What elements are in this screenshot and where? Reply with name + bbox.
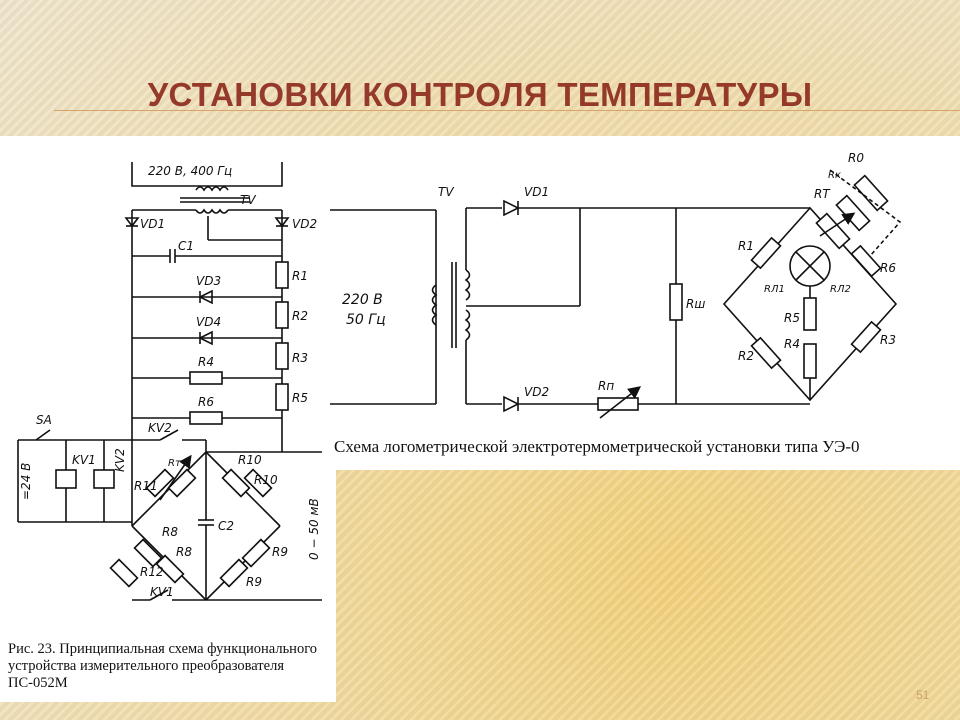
left-kv2-coil-label: KV2	[113, 448, 127, 472]
right-tv-label: TV	[438, 185, 454, 199]
right-rp-label: Rп	[598, 379, 614, 393]
left-circuit	[17, 162, 322, 601]
right-r3-label: R3	[880, 333, 896, 347]
left-vd4-label: VD4	[196, 315, 221, 329]
left-output-label: 0 − 50 мВ	[307, 498, 321, 560]
right-rsh-label: Rш	[686, 297, 705, 311]
right-diagram-panel	[322, 136, 960, 470]
left-c2-label: C2	[218, 519, 234, 533]
left-vd3-label: VD3	[196, 274, 221, 288]
page-number: 51	[916, 688, 930, 702]
left-voltage-label: =24 В	[19, 463, 33, 500]
right-rt-label: RT	[814, 187, 831, 201]
left-rt-label: Rт	[168, 458, 182, 469]
left-r8b-label: R8	[176, 545, 192, 559]
left-vd2-label: VD2	[292, 217, 317, 231]
right-circuit	[330, 169, 902, 419]
left-r10b-label: R10	[254, 473, 278, 487]
right-vd1-label: VD1	[524, 185, 549, 199]
left-r1-label: R1	[292, 269, 308, 283]
left-r3-label: R3	[292, 351, 308, 365]
right-r5-label: R5	[784, 311, 800, 325]
left-r8a-label: R8	[162, 525, 178, 539]
left-kv1-contact-label: KV1	[150, 585, 174, 599]
left-r11-label: R11	[134, 479, 158, 493]
left-kv1-coil-label: KV1	[72, 453, 96, 467]
right-r2-label: R2	[738, 349, 754, 363]
left-r6-label: R6	[198, 395, 214, 409]
right-rl2-label: RЛ2	[830, 284, 851, 295]
left-diagram-caption: Рис. 23. Принципиальная схема функционал…	[8, 641, 318, 691]
left-sa-label: SA	[36, 413, 52, 427]
left-tv-label: TV	[240, 193, 256, 207]
right-vd2-label: VD2	[524, 385, 549, 399]
left-r4-label: R4	[198, 355, 214, 369]
right-r4-label: R4	[784, 337, 800, 351]
left-kv2-contact-label: KV2	[148, 421, 172, 435]
right-rl1-label: RЛ1	[764, 284, 785, 295]
right-r6-label: R6	[880, 261, 896, 275]
slide-title: УСТАНОВКИ КОНТРОЛЯ ТЕМПЕРАТУРЫ	[147, 76, 813, 113]
left-r12-label: R12	[140, 565, 164, 579]
right-r1-label: R1	[738, 239, 754, 253]
left-supply-label: 220 В, 400 Гц	[148, 164, 232, 178]
left-r5-label: R5	[292, 391, 308, 405]
left-c1-label: C1	[178, 239, 194, 253]
left-r10a-label: R10	[238, 453, 262, 467]
left-diagram-panel	[0, 136, 336, 702]
left-r2-label: R2	[292, 309, 308, 323]
left-r9a-label: R9	[272, 545, 288, 559]
right-diagram-caption: Схема логометрической электротермометрич…	[334, 437, 860, 456]
right-rk-label: Rк	[828, 170, 841, 181]
left-r9b-label: R9	[246, 575, 262, 589]
right-r0-label: R0	[848, 151, 864, 165]
left-vd1-label: VD1	[140, 217, 165, 231]
right-supply-voltage: 220 В	[342, 292, 383, 308]
right-supply-frequency: 50 Гц	[346, 312, 386, 328]
title-underline	[54, 110, 960, 111]
